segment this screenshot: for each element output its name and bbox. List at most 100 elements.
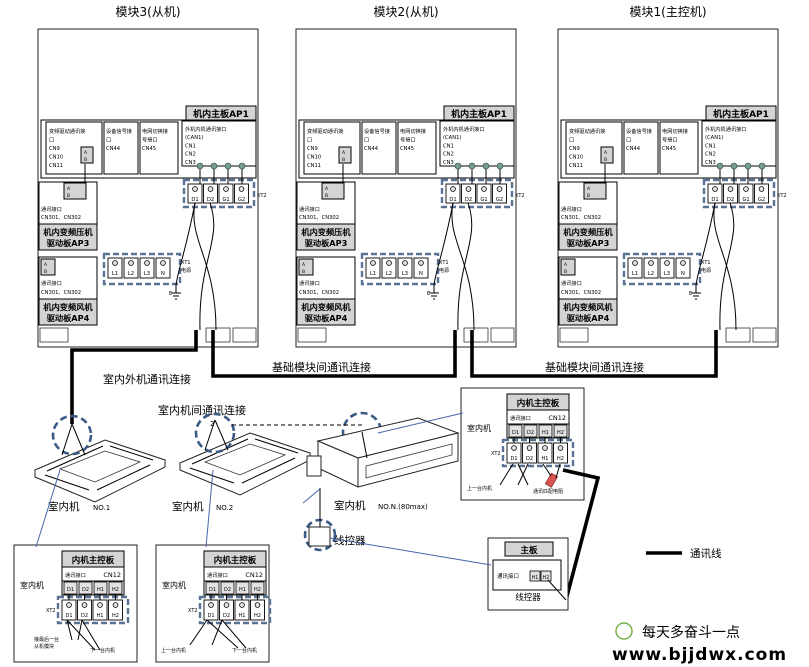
connector-dot xyxy=(744,162,752,170)
ap4-name: 驱动板AP4 xyxy=(47,313,90,323)
ap4-port-text: 通讯接口 xyxy=(561,279,582,287)
watermark-url: www.bjjdwx.com xyxy=(612,645,787,665)
bottom-term-label: H1 xyxy=(97,613,104,619)
top-term xyxy=(220,581,235,595)
comm-port-text: CN9 xyxy=(49,146,60,152)
screw xyxy=(128,260,134,266)
ap4-cn-text: CN301、CN302 xyxy=(41,290,81,296)
ap1-label: 机内主板AP1 xyxy=(193,108,249,120)
device-port-text: 设备信号接 xyxy=(364,127,390,135)
controller-term-label: H1 xyxy=(532,575,539,581)
power-switch-text: 电网切换接 xyxy=(662,127,688,135)
top-term-label: H2 xyxy=(254,587,261,593)
grille xyxy=(490,327,515,343)
xt2-terminal xyxy=(218,183,234,204)
matching-resistor xyxy=(544,472,559,488)
ab-b: B xyxy=(564,269,567,275)
xt2-terminal xyxy=(476,183,492,204)
comm-ab-block xyxy=(338,146,352,164)
bottom-term-label: D2 xyxy=(223,613,230,619)
screw xyxy=(418,260,424,266)
screw xyxy=(97,602,103,608)
xt1-terminal xyxy=(659,257,675,279)
xt1-terminal-label: N xyxy=(419,271,423,277)
top-term-label: H1 xyxy=(97,587,104,593)
next-unit-label: 下一台内机 xyxy=(232,647,257,654)
xt2-terminal-label: G1 xyxy=(742,197,749,203)
bottom-term-label: D1 xyxy=(207,613,214,619)
xt2-dashed-frame xyxy=(56,595,130,625)
ap3-name-bg xyxy=(38,223,98,251)
comm-port-text: 口 xyxy=(307,137,312,144)
comm-port-label: 通讯接口 xyxy=(510,414,531,422)
xt1-terminal xyxy=(413,257,429,279)
screw xyxy=(66,602,72,608)
screw xyxy=(223,186,229,192)
ap3-port-text: 通讯接口 xyxy=(299,205,320,213)
ap4-name-bg xyxy=(38,298,98,326)
legend-label: 通讯线 xyxy=(690,547,722,560)
screw xyxy=(648,260,654,266)
comm-wire xyxy=(719,202,735,331)
cassette-wire xyxy=(204,419,216,451)
grille xyxy=(559,327,589,343)
xt2-label: XT2 xyxy=(257,193,267,199)
controller-term xyxy=(540,570,552,582)
ab-b: B xyxy=(302,269,305,275)
xt2-dashed-frame xyxy=(182,178,256,209)
screw xyxy=(207,186,214,192)
xt1-terminal-label: L2 xyxy=(386,271,392,277)
bottom-term-label: H2 xyxy=(557,456,564,462)
screw xyxy=(254,602,261,608)
can1-port-text: 外机内机通讯接口 xyxy=(443,125,485,133)
can1-port-text: 外机内机通讯接口 xyxy=(185,125,227,133)
comm-wire xyxy=(457,202,473,331)
ab-b: B xyxy=(587,193,590,199)
can1-port-text: 外机内机通讯接口 xyxy=(705,125,747,133)
controller-term xyxy=(529,570,541,582)
indoor-no2-label: 室内机 xyxy=(172,500,204,513)
connector-dot xyxy=(730,162,738,170)
top-term-label: H1 xyxy=(542,430,549,436)
xt1-sub-label: 电源 xyxy=(181,267,191,274)
power-switch-text: 电网切换接 xyxy=(400,127,426,135)
comm-port-label: 通讯接口 xyxy=(207,571,228,579)
screw xyxy=(680,260,686,266)
comm-port-text: 口 xyxy=(49,137,54,144)
comm-wire xyxy=(695,202,716,286)
xt1-terminal xyxy=(675,257,691,279)
ap4-name: 机内变频风机 xyxy=(301,302,351,312)
ap4-name: 机内变频风机 xyxy=(43,302,93,312)
power-switch-text: 电网切换接 xyxy=(142,127,168,135)
controller-port-label: 通讯接口 xyxy=(497,572,519,580)
ap3-name-bg xyxy=(296,223,356,251)
indoor-no1-suffix: NO.1 xyxy=(93,504,110,512)
screw xyxy=(664,260,670,266)
screw xyxy=(481,186,487,192)
grille xyxy=(205,327,231,343)
base-module-bus-left xyxy=(211,330,457,378)
screw xyxy=(239,602,245,608)
xt2-label: XT2 xyxy=(491,451,501,457)
top-term xyxy=(508,424,523,438)
xt1-terminal-label: L2 xyxy=(128,271,134,277)
indoor-unit-label: 室内机 xyxy=(20,580,44,590)
screw xyxy=(144,260,150,266)
cassette-louver xyxy=(44,445,154,491)
xt1-terminal xyxy=(381,257,397,279)
connector-dot xyxy=(716,162,724,170)
ab-a: A xyxy=(604,150,608,156)
ap4-ab-block xyxy=(298,258,314,276)
can1-port-text: CN3 xyxy=(185,160,196,166)
xt2-terminal-label: D1 xyxy=(449,197,456,203)
comm-port-text: CN9 xyxy=(569,146,580,152)
bottom-term-label: D1 xyxy=(510,456,517,462)
connector-dot xyxy=(758,162,766,170)
ap4-cn-text: CN301、CN302 xyxy=(299,290,339,296)
screw xyxy=(160,260,166,266)
cassette-wire xyxy=(214,419,229,451)
cassette-grille xyxy=(58,450,142,483)
xt1-terminal xyxy=(107,257,123,279)
can1-port-box xyxy=(181,120,257,167)
